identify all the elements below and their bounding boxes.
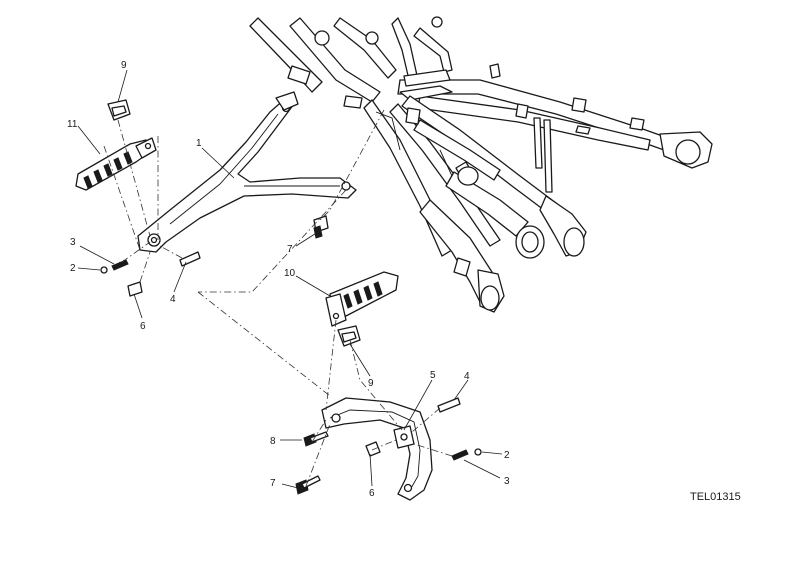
callout-11: 11 (67, 119, 78, 130)
callout-leaders (77, 69, 503, 489)
fasteners-lower (295, 215, 482, 495)
callout-9-upper: 9 (121, 60, 127, 71)
spring-clip-upper (107, 99, 131, 121)
callout-4-left: 4 (170, 294, 176, 305)
callout-4-right: 4 (464, 371, 470, 382)
callout-6-right: 6 (369, 488, 375, 499)
callout-numbers: 9 11 1 3 2 4 6 7 10 9 5 4 8 7 6 2 3 (67, 60, 510, 499)
callout-6-left: 6 (140, 321, 146, 332)
callout-7-upper: 7 (287, 244, 293, 255)
callout-9-lower: 9 (368, 378, 374, 389)
callout-1: 1 (196, 138, 202, 149)
callout-8: 8 (270, 436, 276, 447)
drawing-code: TEL01315 (690, 491, 741, 503)
callout-2-right: 2 (504, 450, 510, 461)
assembly-lines (103, 109, 453, 487)
footpeg-left (75, 137, 157, 191)
footpeg-bracket-right (321, 397, 433, 501)
spring-clip-lower (337, 325, 361, 347)
callout-3-right: 3 (504, 476, 510, 487)
footpeg-bracket-left (137, 91, 357, 253)
rear-subframe (249, 16, 713, 313)
callout-5: 5 (430, 370, 436, 381)
hardware-left-group (100, 251, 201, 297)
callout-3-left: 3 (70, 237, 76, 248)
callout-10: 10 (284, 268, 296, 279)
callout-2-left: 2 (70, 263, 76, 274)
footpeg-right (325, 271, 399, 327)
callout-7-lower: 7 (270, 478, 276, 489)
